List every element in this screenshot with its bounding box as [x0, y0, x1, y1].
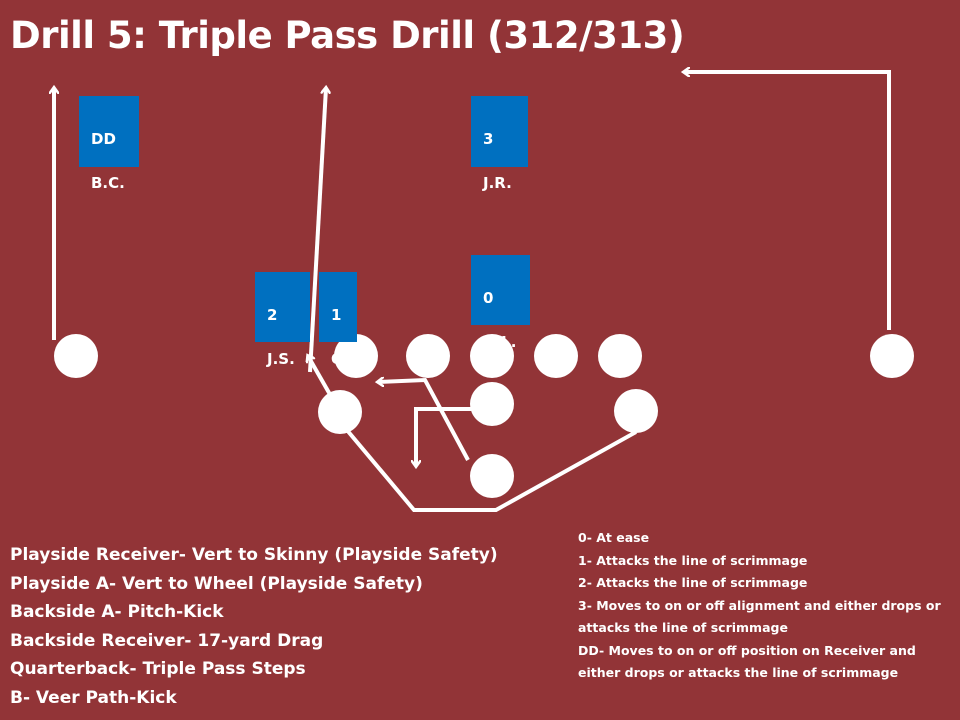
player-line-4: [534, 334, 578, 378]
assignment-item: Playside Receiver- Vert to Skinny (Plays…: [10, 545, 498, 565]
defender-box-0: 0 D.L.: [471, 255, 530, 351]
box-label-number: 1: [331, 306, 342, 324]
assignment-item: Backside Receiver- 17-yard Drag: [10, 630, 324, 651]
defender-box-dd: DD B.C.: [79, 96, 139, 192]
player-quarterback: [470, 382, 514, 426]
box-label-number: 3: [483, 130, 494, 148]
route-baseline: [339, 421, 637, 512]
defender-note: 1- Attacks the line of scrimmage: [578, 552, 808, 568]
defender-notes-list: 0- At ease 1- Attacks the line of scrimm…: [578, 527, 950, 685]
player-line-3: [470, 334, 514, 378]
defender-note: 3- Moves to on or off alignment and eith…: [578, 597, 941, 636]
defender-box-2: 2 J.S.: [255, 272, 310, 368]
player-backside-a: [318, 390, 362, 434]
route-vertical-center: [308, 88, 326, 373]
player-backside-receiver: [54, 334, 98, 378]
route-playside-receiver: [684, 72, 891, 330]
route-drag: [378, 380, 470, 461]
defender-note: 2- Attacks the line of scrimmage: [578, 575, 808, 590]
assignment-item: Quarterback- Triple Pass Steps: [10, 659, 306, 679]
box-label-number: 0: [483, 289, 494, 307]
assignments-list: Playside Receiver- Vert to Skinny (Plays…: [10, 541, 498, 712]
player-line-5: [598, 334, 642, 378]
player-line-1: [334, 334, 378, 378]
assignment-item: B- Veer Path-Kick: [10, 687, 177, 708]
defender-box-3: 3 J.R.: [471, 96, 528, 192]
box-label-initials: J.R.: [483, 174, 512, 192]
page-title: Drill 5: Triple Pass Drill (312/313): [10, 14, 685, 57]
player-playside-receiver: [870, 334, 914, 378]
box-label-number: 2: [267, 306, 278, 324]
box-label-initials: D.L.: [483, 333, 517, 351]
player-line-2: [406, 334, 450, 378]
box-label-initials: J.S.: [267, 350, 295, 368]
defender-box-1: 1 Q: [319, 272, 357, 368]
defender-note: DD- Moves to on or off position on Recei…: [578, 642, 916, 681]
assignment-item: Backside A- Pitch-Kick: [10, 602, 224, 622]
player-b-back: [470, 454, 514, 498]
box-label-initials: Q: [331, 350, 344, 368]
assignment-item: Playside A- Vert to Wheel (Playside Safe…: [10, 573, 423, 594]
player-playside-a: [614, 389, 658, 433]
box-label-initials: B.C.: [91, 174, 125, 192]
box-label-number: DD: [91, 130, 116, 148]
defender-note: 0- At ease: [578, 530, 650, 545]
route-down-drop: [416, 407, 472, 466]
